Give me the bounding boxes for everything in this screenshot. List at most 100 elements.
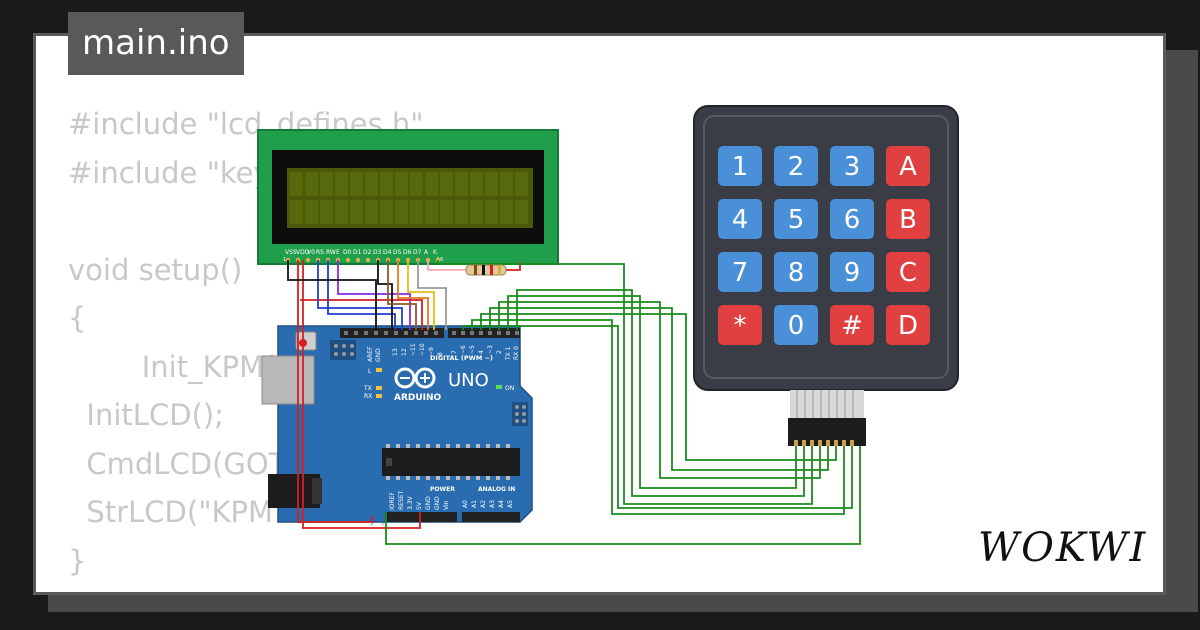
pin-label: A3 (489, 500, 496, 508)
wire-d4 (387, 260, 417, 330)
pin-label: 2 (496, 350, 503, 354)
keypad-key-label: 3 (844, 152, 861, 182)
lcd-pin-label: D1 (353, 249, 362, 256)
led-label: L (368, 368, 372, 375)
pin-label: ~6 (460, 345, 467, 354)
lcd-pin-label: A (424, 249, 429, 256)
keypad-key[interactable] (774, 252, 818, 292)
power-jack (268, 474, 320, 508)
keypad-key[interactable] (830, 252, 874, 292)
lcd-pin-label: D0 (343, 249, 352, 256)
keypad-key[interactable] (718, 252, 762, 292)
pin-label: TX 1 (505, 346, 512, 361)
pin-label: Vin (443, 500, 450, 510)
keypad-key-label: * (734, 311, 747, 341)
pin-label: A0 (462, 500, 469, 508)
wire-gnd (287, 260, 377, 330)
pin-label: A2 (480, 500, 487, 508)
pin-label: A4 (498, 500, 505, 508)
pin-label: GND (375, 348, 382, 362)
keypad-key[interactable] (774, 199, 818, 239)
wire-keypad (437, 260, 813, 505)
pin-label: ~5 (469, 345, 476, 354)
power-header-label: POWER (430, 486, 455, 493)
keypad-key-label: 1 (732, 152, 749, 182)
lcd-pin-label: D5 (393, 249, 402, 256)
wire-keypad (498, 301, 821, 479)
code-line: { (68, 301, 87, 335)
code-line: InitLCD(); (68, 398, 224, 432)
keypad-4x4[interactable]: 1 2 3 A 4 5 6 B 7 8 9 C * 0 # D (693, 105, 959, 446)
arduino-uno[interactable]: AREF GND 13 12 ~11 ~10 ~9 8 7 ~6 ~5 4 ~3… (261, 325, 533, 523)
wire-power (300, 299, 423, 330)
on-led-label: ON (505, 385, 514, 392)
keypad-key[interactable] (886, 199, 930, 239)
keypad-key-label: 4 (732, 205, 749, 235)
keypad-key[interactable] (774, 146, 818, 186)
keypad-key-label: B (899, 205, 917, 235)
keypad-key-label: 9 (844, 258, 861, 288)
atmega-chip (382, 444, 520, 480)
keypad-key-label: C (899, 258, 917, 288)
wire-keypad (385, 446, 861, 545)
lcd-pin-label: D3 (373, 249, 382, 256)
pin-label: 4 (478, 350, 485, 354)
pin-label: RESET (398, 490, 405, 510)
analog-header-label: ANALOG IN (478, 486, 515, 493)
pin-label: ~11 (410, 343, 417, 356)
lcd-pin-label: E (336, 249, 340, 256)
keypad-key[interactable] (830, 305, 874, 345)
keypad-key[interactable] (830, 146, 874, 186)
lcd-pin-label: RS (316, 249, 324, 256)
pin-label: AREF (367, 346, 374, 362)
lcd-display[interactable]: VSS VDD V0 RS RW E D0 D1 D2 D3 D4 D5 D6 … (257, 129, 559, 265)
lcd-pin-label: VSS (285, 249, 297, 256)
lcd-pin-label: V0 (307, 249, 315, 256)
lcd-pin-label: D2 (363, 249, 372, 256)
uno-label: UNO (448, 370, 489, 391)
keypad-connector (788, 390, 866, 446)
wire-gnd (377, 260, 393, 330)
lcd-pin-label: K (433, 249, 438, 256)
wire-power (297, 260, 373, 523)
pin-label: RX 0 (513, 346, 520, 360)
pin-label: ~10 (419, 343, 426, 356)
pin-label: 3.3V (407, 495, 414, 510)
digital-header-label: DIGITAL (PWM ~) (430, 354, 493, 362)
wires (287, 260, 861, 545)
pin-label: 8 (437, 352, 444, 356)
keypad-key[interactable] (886, 305, 930, 345)
keypad-key-label: 7 (732, 258, 749, 288)
lcd-pin-label: D4 (383, 249, 392, 256)
pin-label: ~3 (487, 345, 494, 354)
pin-label: 7 (451, 350, 458, 354)
wire-keypad (471, 319, 845, 515)
keypad-key-label: 8 (788, 258, 805, 288)
code-line: } (68, 543, 87, 578)
wire-rw (327, 260, 396, 330)
wire-keypad (480, 313, 837, 461)
keypad-key[interactable] (774, 305, 818, 345)
arduino-brand-label: ARDUINO (394, 393, 442, 403)
keypad-key[interactable] (718, 146, 762, 186)
keypad-key[interactable] (886, 146, 930, 186)
lcd-pin-label: D7 (413, 249, 422, 256)
lcd-pin-label: VDD (296, 249, 310, 256)
wire-e (337, 260, 411, 330)
wire-power (302, 260, 421, 529)
resistor[interactable] (465, 264, 507, 276)
keypad-key[interactable] (718, 199, 762, 239)
keypad-key[interactable] (718, 305, 762, 345)
pin-label: 13 (392, 348, 399, 356)
keypad-key[interactable] (830, 199, 874, 239)
keypad-key-label: 6 (844, 205, 861, 235)
keypad-key-label: D (898, 311, 918, 341)
keypad-key-label: A (899, 152, 917, 182)
keypad-key-label: 5 (788, 205, 805, 235)
keypad-key-label: # (841, 311, 863, 341)
pin-label: IOREF (389, 492, 396, 510)
keypad-key[interactable] (886, 252, 930, 292)
file-tab[interactable]: main.ino (68, 12, 244, 75)
wire-d6 (407, 260, 435, 330)
